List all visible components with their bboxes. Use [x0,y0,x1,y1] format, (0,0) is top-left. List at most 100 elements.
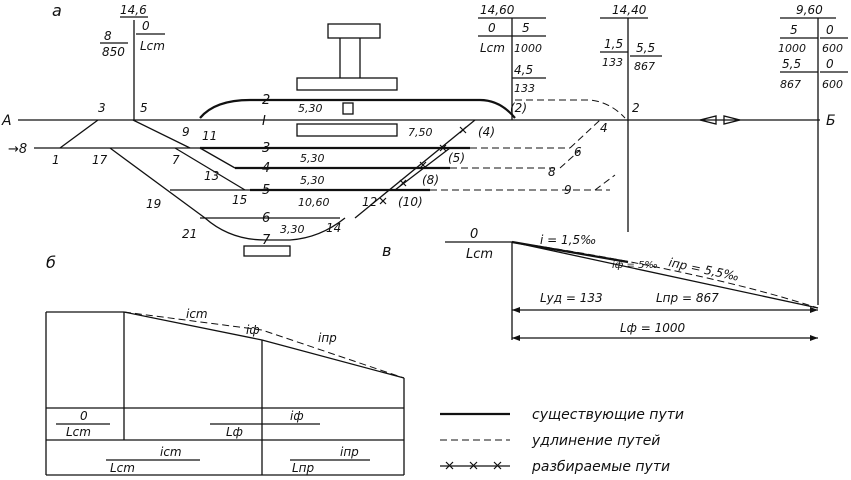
v-zero: 0 [470,227,478,242]
pl-elev: 14,6 [120,3,147,17]
len-t4a: 5,30 [300,152,325,165]
pm-g3: 4,5 [514,63,533,77]
track-2-extension [515,99,626,119]
b-icm: icm [186,307,208,321]
b-profile-icm [46,311,405,379]
diag-5-7 [132,119,191,149]
track-num-7: 7 [262,233,271,248]
track-2 [199,98,516,119]
b-r1-left-den: Lcm [66,425,91,439]
pm-l5: 867 [634,60,655,73]
arrow-left-icon [723,115,741,125]
diag-1-3 [59,119,99,149]
sw-5-paren: (5) [448,151,465,165]
pm-l4: 133 [602,56,623,69]
legend-removed: разбираемые пути [531,459,670,475]
diag-ext-9 [594,174,616,191]
sw-15: 15 [232,193,247,207]
v-line-icm [511,240,629,264]
sw-2: 2 [632,101,640,115]
sw-21: 21 [182,227,197,241]
pl-num: 8 [104,29,112,43]
sw-7: 7 [172,153,180,167]
sw-4: 4 [600,121,608,135]
diag-7-15 [174,147,246,191]
diag-17-21 [109,147,206,219]
v-lyd: Lуд = 133 [540,291,603,305]
v-lcm: Lcm [466,247,493,262]
panel-label-b: б [46,253,56,272]
b-profile-ipr [123,311,405,379]
sw-8-paren: (8) [422,173,439,187]
b-ipr: iпр [318,331,337,345]
sw-5: 5 [140,101,148,115]
end-label-right: Б [826,113,836,129]
arrow-right-icon [699,115,717,125]
pr-l1: 1000 [778,42,806,55]
pl-den: 850 [102,45,125,59]
sw-13: 13 [204,169,219,183]
diag-ext-8 [559,149,581,169]
b-r1-mid-num: iф [290,409,304,423]
station-building [327,23,381,39]
len-t7: 3,30 [280,223,305,236]
pr-l3: 600 [822,42,843,55]
panel-label-v: в [382,241,391,260]
sw-10-paren: (10) [398,195,423,209]
len-t3: 7,50 [408,126,433,139]
pl-grade: 0 [142,19,150,33]
pr-g4: 0 [826,57,834,71]
v-ipr-label: iпр = 5,5‰ [667,255,740,284]
kiosk [342,102,354,115]
sw-6: 6 [574,145,582,159]
track-num-2: 2 [262,93,270,108]
pm-l3: 133 [514,82,535,95]
pm-l2: 1000 [514,42,542,55]
b-r1-left-num: 0 [80,409,88,423]
legend-existing: существующие пути [532,407,684,423]
sw-17: 17 [92,153,108,167]
v-lpr: Lпр = 867 [656,291,719,305]
len-t2: 5,30 [298,102,323,115]
pm2-elev: 14,40 [612,3,647,17]
sw-8: 8 [548,165,556,179]
platform-top [296,77,398,91]
pr-l2: 867 [780,78,801,91]
pm-g2: 5 [522,21,530,35]
b-r2-left-num: icm [160,445,182,459]
len-t5: 10,60 [298,196,330,209]
diag-ext-6-4 [569,119,601,149]
sw-3: 3 [98,101,106,115]
legend-removed-marks [445,461,502,470]
removed-marks [379,126,467,205]
sw-12: 12 [362,195,377,209]
pm-lcm: Lcm [480,41,505,55]
pr-g1: 5 [790,23,798,37]
b-r2-right-num: iпр [340,445,359,459]
pr-g2: 5,5 [782,57,801,71]
pm-g1: 0 [488,21,496,35]
pr-g3: 0 [826,23,834,37]
sw-11: 11 [202,129,217,143]
v-i-label: i = 1,5‰ [540,233,596,247]
track-num-6: 6 [262,211,270,226]
v-line-iph [511,241,819,309]
pm-elev: 14,60 [480,3,515,17]
b-iph: iф [246,323,260,337]
platform-bottom [243,245,291,257]
diag-right-removed [354,119,476,219]
platform-mid [296,123,398,137]
pl-len: Lcm [140,39,165,53]
pm-g5: 5,5 [636,41,655,55]
diag-right-2 [394,147,451,191]
pr-l4: 600 [822,78,843,91]
b-r2-left-den: Lcm [110,461,135,475]
track-7-loop [204,217,346,241]
b-r1-mid-den: Lф [226,425,243,439]
pr-elev: 9,60 [796,3,823,17]
sw-9r: 9 [564,183,572,197]
track-num-I: I [262,114,266,129]
sw-9: 9 [182,125,190,139]
track-num-3: 3 [262,141,270,156]
